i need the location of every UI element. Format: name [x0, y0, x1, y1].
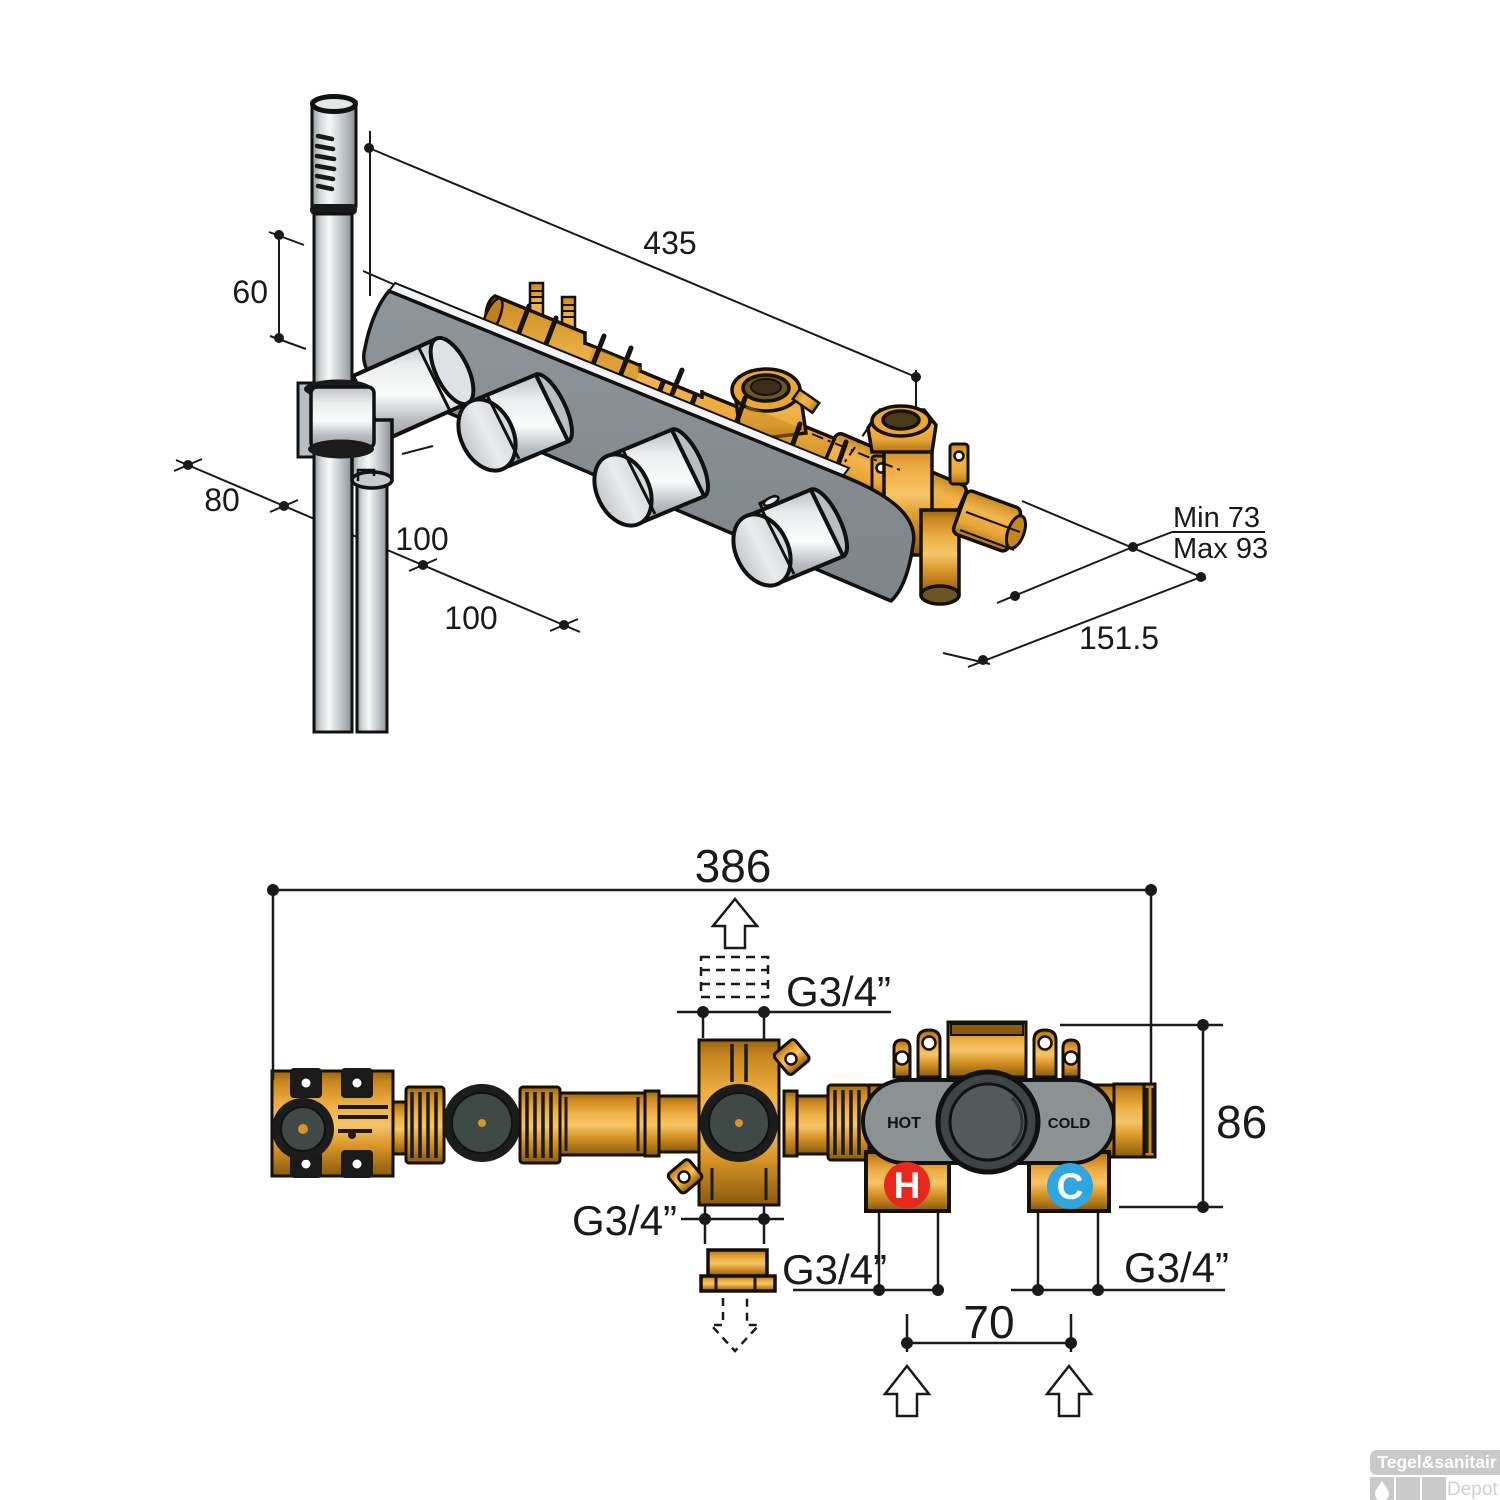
- svg-text:80: 80: [204, 482, 240, 518]
- svg-text:60: 60: [232, 274, 268, 310]
- svg-text:100: 100: [444, 600, 497, 636]
- svg-text:H: H: [894, 1165, 921, 1206]
- svg-text:G3/4”: G3/4”: [572, 1197, 677, 1244]
- svg-text:Tegel&sanitair: Tegel&sanitair: [1377, 1452, 1496, 1472]
- svg-text:G3/4”: G3/4”: [786, 968, 891, 1015]
- svg-text:G3/4”: G3/4”: [1124, 1244, 1229, 1291]
- svg-text:Max 93: Max 93: [1173, 533, 1268, 565]
- svg-text:151.5: 151.5: [1079, 620, 1159, 656]
- svg-text:Min 73: Min 73: [1173, 502, 1260, 534]
- svg-text:386: 386: [695, 840, 772, 892]
- svg-text:HOT: HOT: [887, 1115, 921, 1132]
- svg-text:435: 435: [643, 225, 696, 261]
- svg-text:C: C: [1057, 1166, 1084, 1207]
- svg-text:100: 100: [395, 521, 448, 557]
- svg-text:Depot: Depot: [1447, 1479, 1498, 1500]
- svg-text:86: 86: [1216, 1096, 1267, 1148]
- svg-text:70: 70: [963, 1296, 1014, 1348]
- svg-text:COLD: COLD: [1048, 1115, 1091, 1132]
- svg-text:G3/4”: G3/4”: [782, 1246, 887, 1293]
